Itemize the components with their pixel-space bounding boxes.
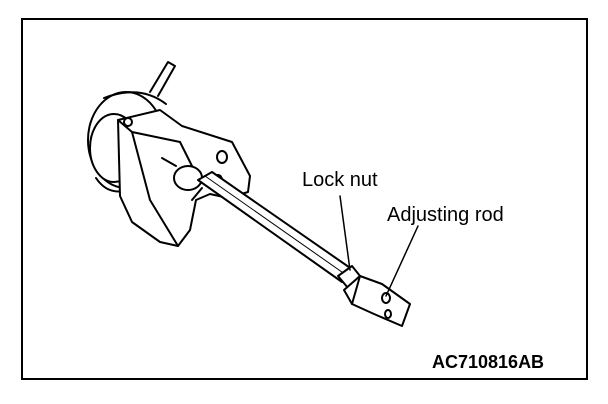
adjusting-rod-leader (385, 225, 419, 297)
adjusting-rod-end (343, 275, 411, 327)
lock-nut-leader (339, 195, 351, 271)
rod-boss (161, 157, 203, 201)
hose (149, 61, 176, 97)
adjusting-rod-label: Adjusting rod (387, 204, 504, 226)
lock-nut-label: Lock nut (302, 169, 378, 191)
figure-code: AC710816AB (432, 352, 545, 372)
figure-frame (21, 18, 588, 380)
